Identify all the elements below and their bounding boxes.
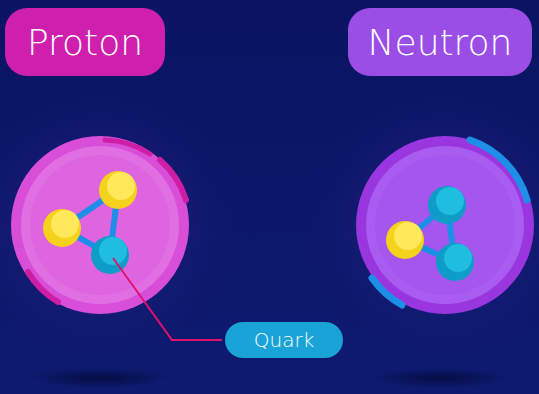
node-text: Neutron — [368, 22, 513, 63]
shadow — [370, 368, 510, 388]
title-pill: Proton — [5, 8, 165, 76]
neutron-figure — [356, 136, 534, 314]
node-text: Quark — [254, 328, 314, 352]
leader-line — [113, 258, 222, 340]
label-pill: Quark — [225, 322, 343, 358]
title-pill: Neutron — [348, 8, 532, 76]
shadow — [30, 368, 170, 388]
proton-figure — [11, 136, 189, 314]
node-text: Proton — [27, 22, 143, 63]
glow — [0, 75, 250, 375]
